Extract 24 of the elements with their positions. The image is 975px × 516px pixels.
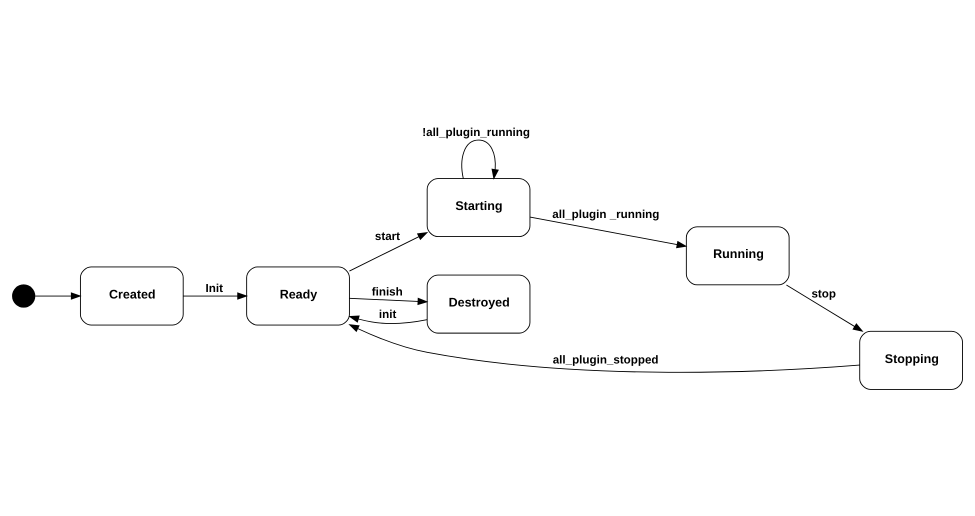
arrow [34,292,82,300]
arrow [348,232,428,271]
edge-label: init [378,307,396,320]
node-box: Starting [426,178,530,237]
node-box: Running [686,226,790,285]
node-box: Stopping [859,330,963,390]
node-box: Destroyed [426,274,530,334]
edge-label: Init [206,281,223,294]
edge-label: start [374,230,400,243]
node-box: Ready [246,266,350,326]
edge-label: all_plugin_stopped [552,352,659,366]
arrow [461,139,499,180]
arrow [786,284,864,332]
edge-label: all_plugin _running [552,207,660,220]
edge-label: finish [372,285,403,298]
arrow [348,315,428,324]
node-circle [12,284,36,308]
edge-label: stop [811,286,836,300]
arrow [530,216,688,248]
arrow [348,297,428,305]
node-box: Created [80,266,184,326]
arrow [348,324,860,372]
arrow [182,292,248,300]
edge-label: !all_plugin_running [422,125,530,138]
